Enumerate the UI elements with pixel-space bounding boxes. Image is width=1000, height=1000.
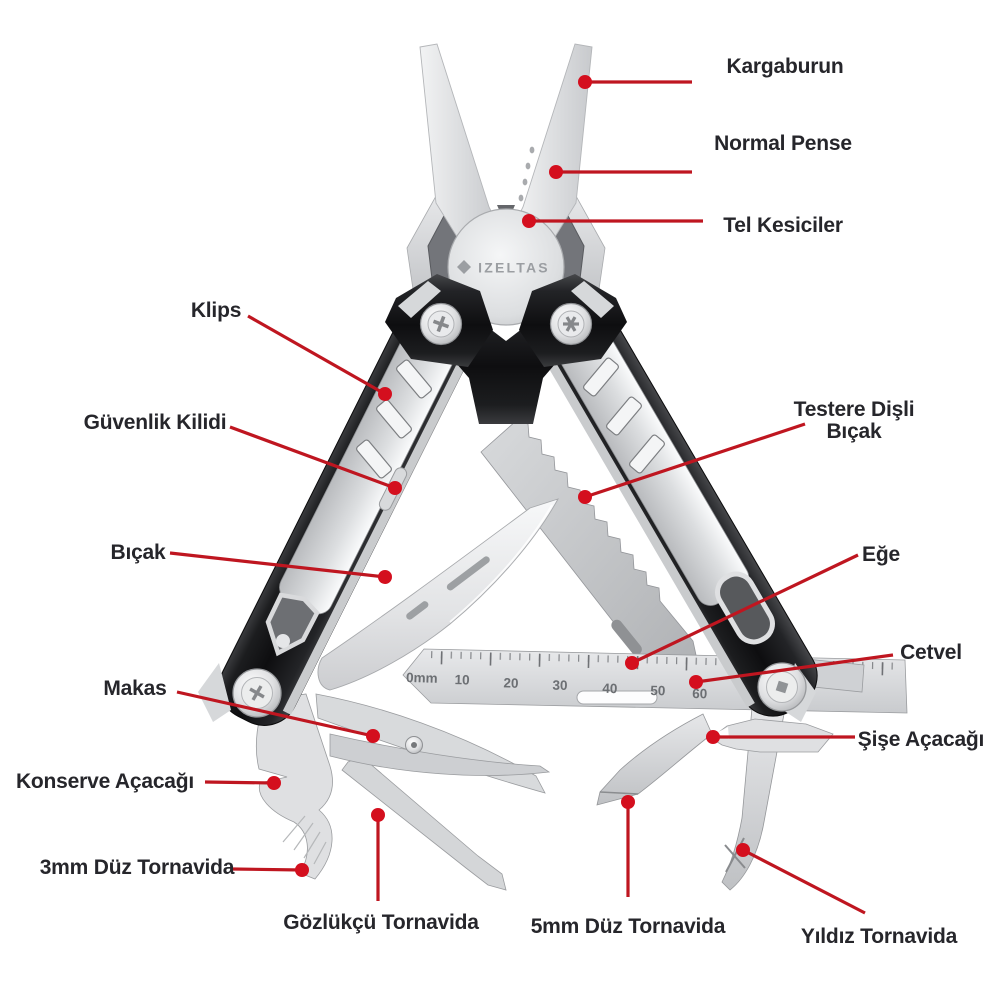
callout-dot-testere <box>578 490 592 504</box>
ruler-mark-50: 50 <box>650 683 665 698</box>
callout-dot-makas <box>366 729 380 743</box>
left-handle-slots <box>356 359 432 479</box>
ruler-mark-60: 60 <box>692 686 707 701</box>
brand-logo: IZELTAS <box>457 260 550 276</box>
label-klips: Klips <box>190 298 242 322</box>
label-sise-acacagi: Şişe Açacağı <box>857 727 985 751</box>
callout-line-klips <box>247 314 386 396</box>
label-ege: Eğe <box>862 542 900 566</box>
callout-dot-konserve <box>267 776 281 790</box>
brand-logo-text: IZELTAS <box>478 260 550 276</box>
ruler-scale-numbers: 0mm 10 20 30 40 50 60 <box>406 670 708 701</box>
label-konserve-acacagi: Konserve Açacağı <box>15 769 195 793</box>
phillips-screwdriver <box>721 707 785 891</box>
ruler-file-arm: 0mm 10 20 30 40 50 60 <box>402 648 908 714</box>
ruler-mark-10: 10 <box>454 672 469 687</box>
can-opener-file-hatching <box>282 815 327 865</box>
label-gozlukcu-tornavida: Gözlükçü Tornavida <box>283 910 479 934</box>
callout-dot-5mm <box>621 795 635 809</box>
callout-line-makas <box>176 690 374 738</box>
callout-dot-kargaburun <box>578 75 592 89</box>
callout-dot-tel-kesiciler <box>522 214 536 228</box>
label-yildiz-tornavida: Yıldız Tornavida <box>800 924 958 948</box>
label-tornavida-3mm: 3mm Düz Tornavida <box>39 855 235 879</box>
label-kargaburun: Kargaburun <box>726 54 844 78</box>
flat-screwdriver-5mm <box>596 713 713 806</box>
right-handle-top-cap <box>519 274 627 367</box>
callout-line-testere <box>584 422 806 499</box>
scissors <box>315 693 551 794</box>
callout-line-yildiz <box>742 848 866 915</box>
left-top-screw-cross <box>432 315 450 333</box>
left-handle-top-cap <box>385 274 493 367</box>
eyeglass-screwdriver <box>341 755 507 891</box>
label-tornavida-5mm: 5mm Düz Tornavida <box>530 914 726 938</box>
label-tel-kesiciler: Tel Kesiciler <box>723 213 843 237</box>
callout-line-ege <box>631 553 859 665</box>
label-guvenlik-kilidi: Güvenlik Kilidi <box>83 410 227 434</box>
callout-dot-yildiz <box>736 843 750 857</box>
left-handle-spring-ball <box>276 634 290 648</box>
right-handle <box>535 294 818 722</box>
left-top-trim <box>398 281 441 318</box>
callout-line-konserve <box>204 780 275 785</box>
right-top-trim <box>571 281 614 318</box>
callout-dot-normal-pense <box>549 165 563 179</box>
can-opener-with-3mm-tip <box>255 693 333 880</box>
label-bicak: Bıçak <box>110 540 166 564</box>
right-handle-liner <box>535 340 755 708</box>
callout-dot-bicak <box>378 570 392 584</box>
right-top-screw-torx <box>563 316 579 332</box>
left-handle-bottom-trim <box>198 663 231 722</box>
ruler-mark-20: 20 <box>503 675 518 690</box>
callout-dots <box>267 75 750 877</box>
callout-dot-guvenlik-kilidi <box>388 481 402 495</box>
knife-nick-slot <box>446 556 490 591</box>
left-bottom-pivot-screw <box>232 668 282 718</box>
callout-line-3mm <box>232 867 303 872</box>
callout-line-guvenlik-kilidi <box>229 425 396 490</box>
scissors-pivot-center <box>411 742 417 748</box>
knife-nick-slot-2 <box>406 601 429 620</box>
knife-blade <box>317 498 559 691</box>
jaw-gripping-serrations <box>518 146 535 202</box>
flat-tip-edge <box>599 791 639 795</box>
brand-logo-mark <box>457 260 471 274</box>
callout-dot-gozlukcu <box>371 808 385 822</box>
scissors-blade-lower <box>329 733 551 776</box>
callout-dot-3mm <box>295 863 309 877</box>
callout-dot-sise <box>706 730 720 744</box>
right-handle-slots <box>583 357 665 474</box>
label-makas: Makas <box>103 676 167 700</box>
callout-line-cetvel <box>695 653 894 684</box>
ruler-mark-30: 30 <box>552 678 567 693</box>
right-bottom-pivot-screw <box>757 662 807 712</box>
saw-slot <box>611 619 642 655</box>
knife-edge-highlight <box>449 504 553 623</box>
ruler-slot <box>576 690 658 705</box>
callout-line-bicak <box>169 551 386 579</box>
ruler-mark-40: 40 <box>602 681 617 696</box>
label-normal-pense: Normal Pense <box>714 131 852 155</box>
callout-dot-ege <box>625 656 639 670</box>
label-testere-disli-bicak: Testere Dişli Bıçak <box>793 397 915 443</box>
label-cetvel: Cetvel <box>900 640 962 664</box>
callout-dot-klips <box>378 387 392 401</box>
ruler-mark-0: 0mm <box>406 670 438 686</box>
callout-dot-cetvel <box>689 675 703 689</box>
pliers-jaws <box>419 43 593 241</box>
left-handle <box>198 292 480 726</box>
callout-lines <box>169 80 894 915</box>
left-handle-liner <box>282 335 480 715</box>
